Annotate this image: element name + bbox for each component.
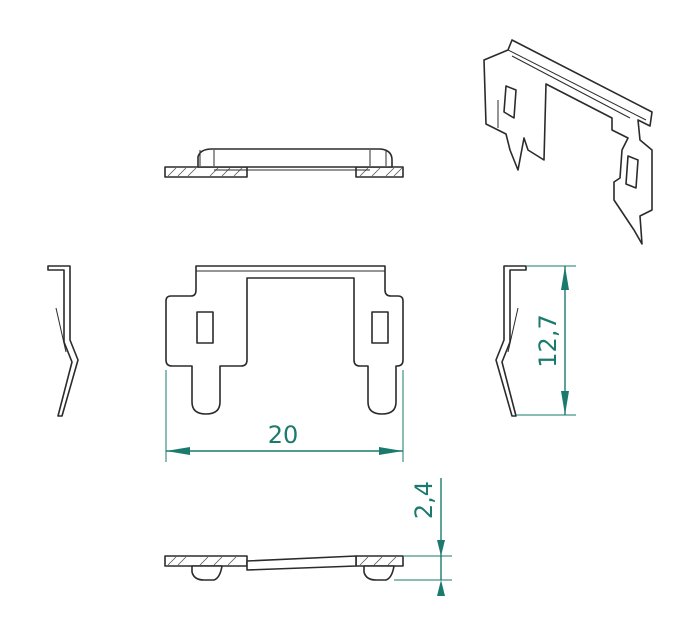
height-dimension: 12,7 (516, 265, 576, 416)
thickness-label: 2,4 (410, 481, 438, 519)
width-label: 20 (268, 421, 299, 449)
top-view (164, 148, 404, 178)
thickness-dimension: 2,4 (394, 478, 452, 596)
bottom-view (164, 555, 404, 581)
height-label: 12,7 (534, 314, 562, 367)
left-side-view (47, 265, 79, 417)
right-side-view (495, 265, 527, 417)
isometric-view (483, 39, 653, 245)
width-dimension: 20 (165, 370, 404, 462)
front-view (165, 265, 404, 415)
